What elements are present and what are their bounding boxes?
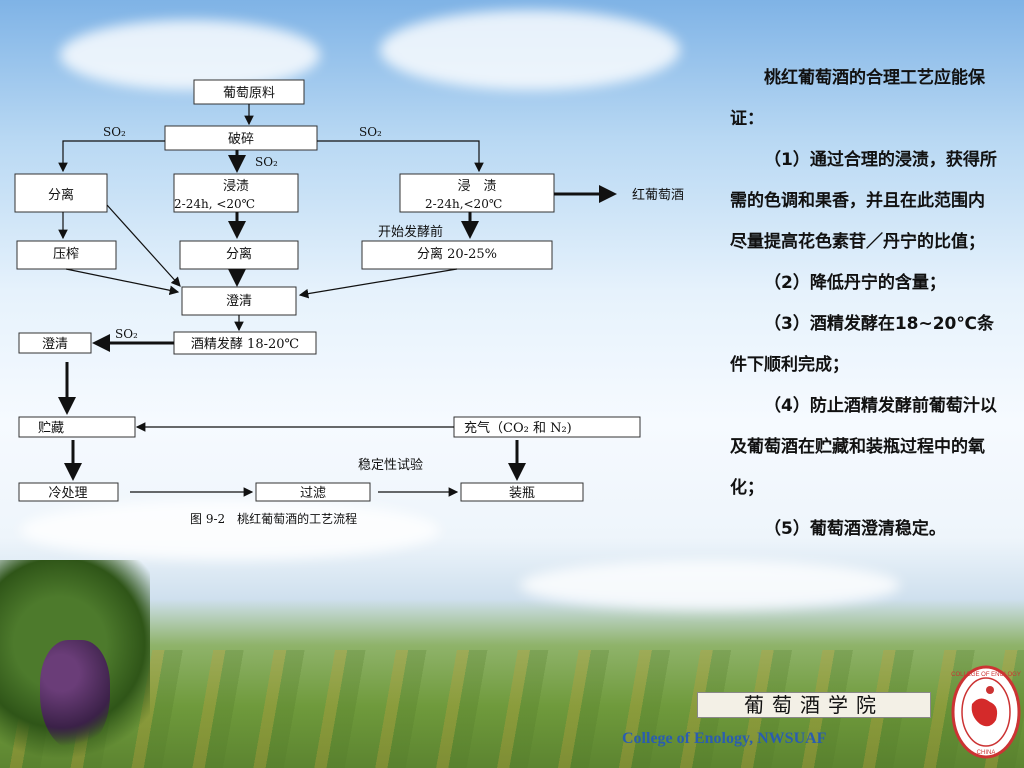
label-so2-right: SO₂ <box>359 125 382 139</box>
node-crush: 破碎 <box>228 132 254 147</box>
node-clarify1: 澄清 <box>226 294 252 309</box>
label-before-ferment: 开始发酵前 <box>378 224 443 240</box>
para-point-2: （2）降低丹宁的含量； <box>764 273 946 293</box>
figure-caption: 图 9-2 桃红葡萄酒的工艺流程 <box>190 511 357 526</box>
label-so2-ferment: SO₂ <box>115 327 138 341</box>
node-press: 压榨 <box>53 246 79 262</box>
explanation-panel: 桃红葡萄酒的合理工艺应能保证： （1）通过合理的浸渍，获得所需的色调和果香，并且… <box>730 58 998 550</box>
node-red-wine: 红葡萄酒 <box>632 187 684 203</box>
process-flowchart: 葡萄原料 破碎 SO₂ SO₂ SO₂ 分离 浸渍 2-24h, <20℃ 浸 … <box>14 79 684 526</box>
node-sep2: 分离 <box>226 246 252 262</box>
para-point-1: （1）通过合理的浸渍，获得所需的色调和果香，并且在此范围内尽量提高花色素苷／丹宁… <box>730 150 997 252</box>
cloud <box>380 10 680 90</box>
node-steep2: 浸 渍 <box>457 179 496 194</box>
node-gas: 充气（CO₂ 和 N₂) <box>464 420 572 436</box>
node-filter: 过滤 <box>300 486 326 501</box>
cloud <box>20 500 440 560</box>
para-point-3: （3）酒精发酵在18~20℃条件下顺利完成； <box>730 314 994 375</box>
label-so2-left: SO₂ <box>103 125 126 139</box>
school-name-banner: 葡萄酒学院 <box>697 692 931 718</box>
node-raw-box <box>193 79 305 105</box>
node-filter-box <box>255 482 371 502</box>
node-sep3: 分离 20-25% <box>417 246 497 262</box>
node-press-box <box>16 240 117 270</box>
node-cold: 冷处理 <box>48 486 87 501</box>
label-stability: 稳定性试验 <box>358 457 423 473</box>
node-ferment: 酒精发酵 18-20℃ <box>191 336 299 352</box>
label-so2-mid: SO₂ <box>255 155 278 169</box>
node-bottle: 装瓶 <box>509 486 535 501</box>
node-clarify2-box <box>18 332 92 354</box>
para-point-5: （5）葡萄酒澄清稳定。 <box>764 519 946 539</box>
cloud <box>520 560 900 610</box>
node-steep2-cond: 2-24h,<20℃ <box>425 197 502 211</box>
college-seal-logo: COLLEGE OF ENOLOGY CHINA <box>951 665 1021 759</box>
seal-subtext: CHINA <box>977 750 996 756</box>
node-storage-box <box>18 416 136 438</box>
node-crush-box <box>164 125 318 151</box>
grape-cluster-image <box>40 640 110 750</box>
node-raw: 葡萄原料 <box>223 86 275 101</box>
node-storage: 贮藏 <box>38 421 64 436</box>
node-clarify2: 澄清 <box>42 337 68 352</box>
seal-text: COLLEGE OF ENOLOGY <box>951 672 1021 678</box>
node-steep1-cond: 2-24h, <20℃ <box>174 197 255 211</box>
cloud <box>60 20 320 90</box>
node-sep3-box <box>361 240 553 270</box>
para-intro: 桃红葡萄酒的合理工艺应能保证： <box>730 68 985 129</box>
node-steep1-box <box>173 173 299 213</box>
node-sep1-box <box>14 173 108 213</box>
node-bottle-box <box>460 482 584 502</box>
college-name: College of Enology, NWSUAF <box>622 730 827 747</box>
node-steep1: 浸渍 <box>223 179 249 194</box>
node-cold-box <box>18 482 119 502</box>
para-point-4: （4）防止酒精发酵前葡萄汁以及葡萄酒在贮藏和装瓶过程中的氧化； <box>730 396 997 498</box>
node-clarify1-box <box>181 286 297 316</box>
node-sep1: 分离 <box>48 187 74 203</box>
